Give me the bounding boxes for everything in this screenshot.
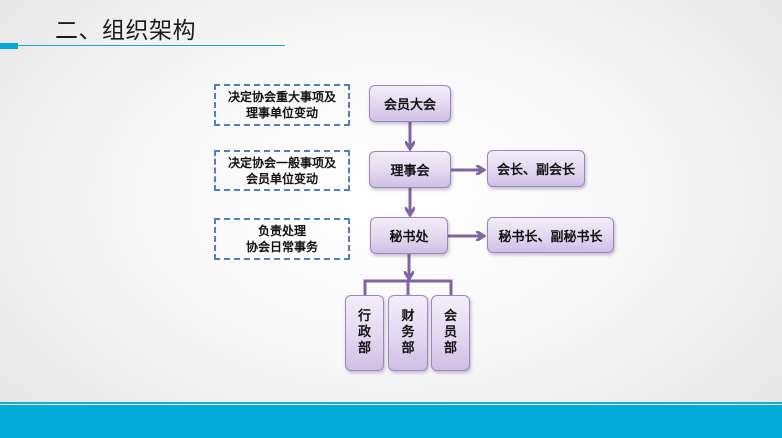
note-general-matters: 决定协会一般事项及 会员单位变动 [214,150,350,191]
dept-char: 员 [443,325,457,340]
node-president: 会长、副会长 [487,150,585,187]
page-title: 二、组织架构 [55,18,196,44]
note-line: 协会日常事务 [245,240,318,254]
node-council: 理事会 [369,151,451,188]
dept-char: 务 [401,325,415,340]
node-secretary-general: 秘书长、副秘书长 [487,217,614,253]
node-finance-dept: 财 务 部 [388,295,428,371]
node-membership-dept: 会 员 部 [431,295,470,371]
dept-char: 财 [401,309,415,324]
note-line: 决定协会重大事项及 [227,90,336,104]
node-admin-dept: 行 政 部 [345,295,384,371]
note-daily-affairs: 负责处理 协会日常事务 [214,218,350,260]
note-line: 决定协会一般事项及 [227,155,336,170]
title-underline [18,45,285,46]
footer-thin-line [0,402,782,404]
footer-gap [0,404,782,405]
note-line: 负责处理 [257,224,306,238]
footer-bar [0,405,782,438]
dept-char: 部 [357,341,371,356]
dept-char: 政 [357,325,371,340]
node-general-assembly: 会员大会 [369,85,451,122]
dept-char: 部 [401,341,415,356]
note-line: 理事单位变动 [245,106,318,120]
dept-char: 行 [357,309,371,324]
title-accent-block [0,43,18,49]
note-line: 会员单位变动 [245,171,318,186]
note-major-matters: 决定协会重大事项及 理事单位变动 [214,84,350,126]
node-secretariat: 秘书处 [370,217,448,254]
dept-char: 会 [443,309,457,324]
dept-char: 部 [443,341,457,356]
